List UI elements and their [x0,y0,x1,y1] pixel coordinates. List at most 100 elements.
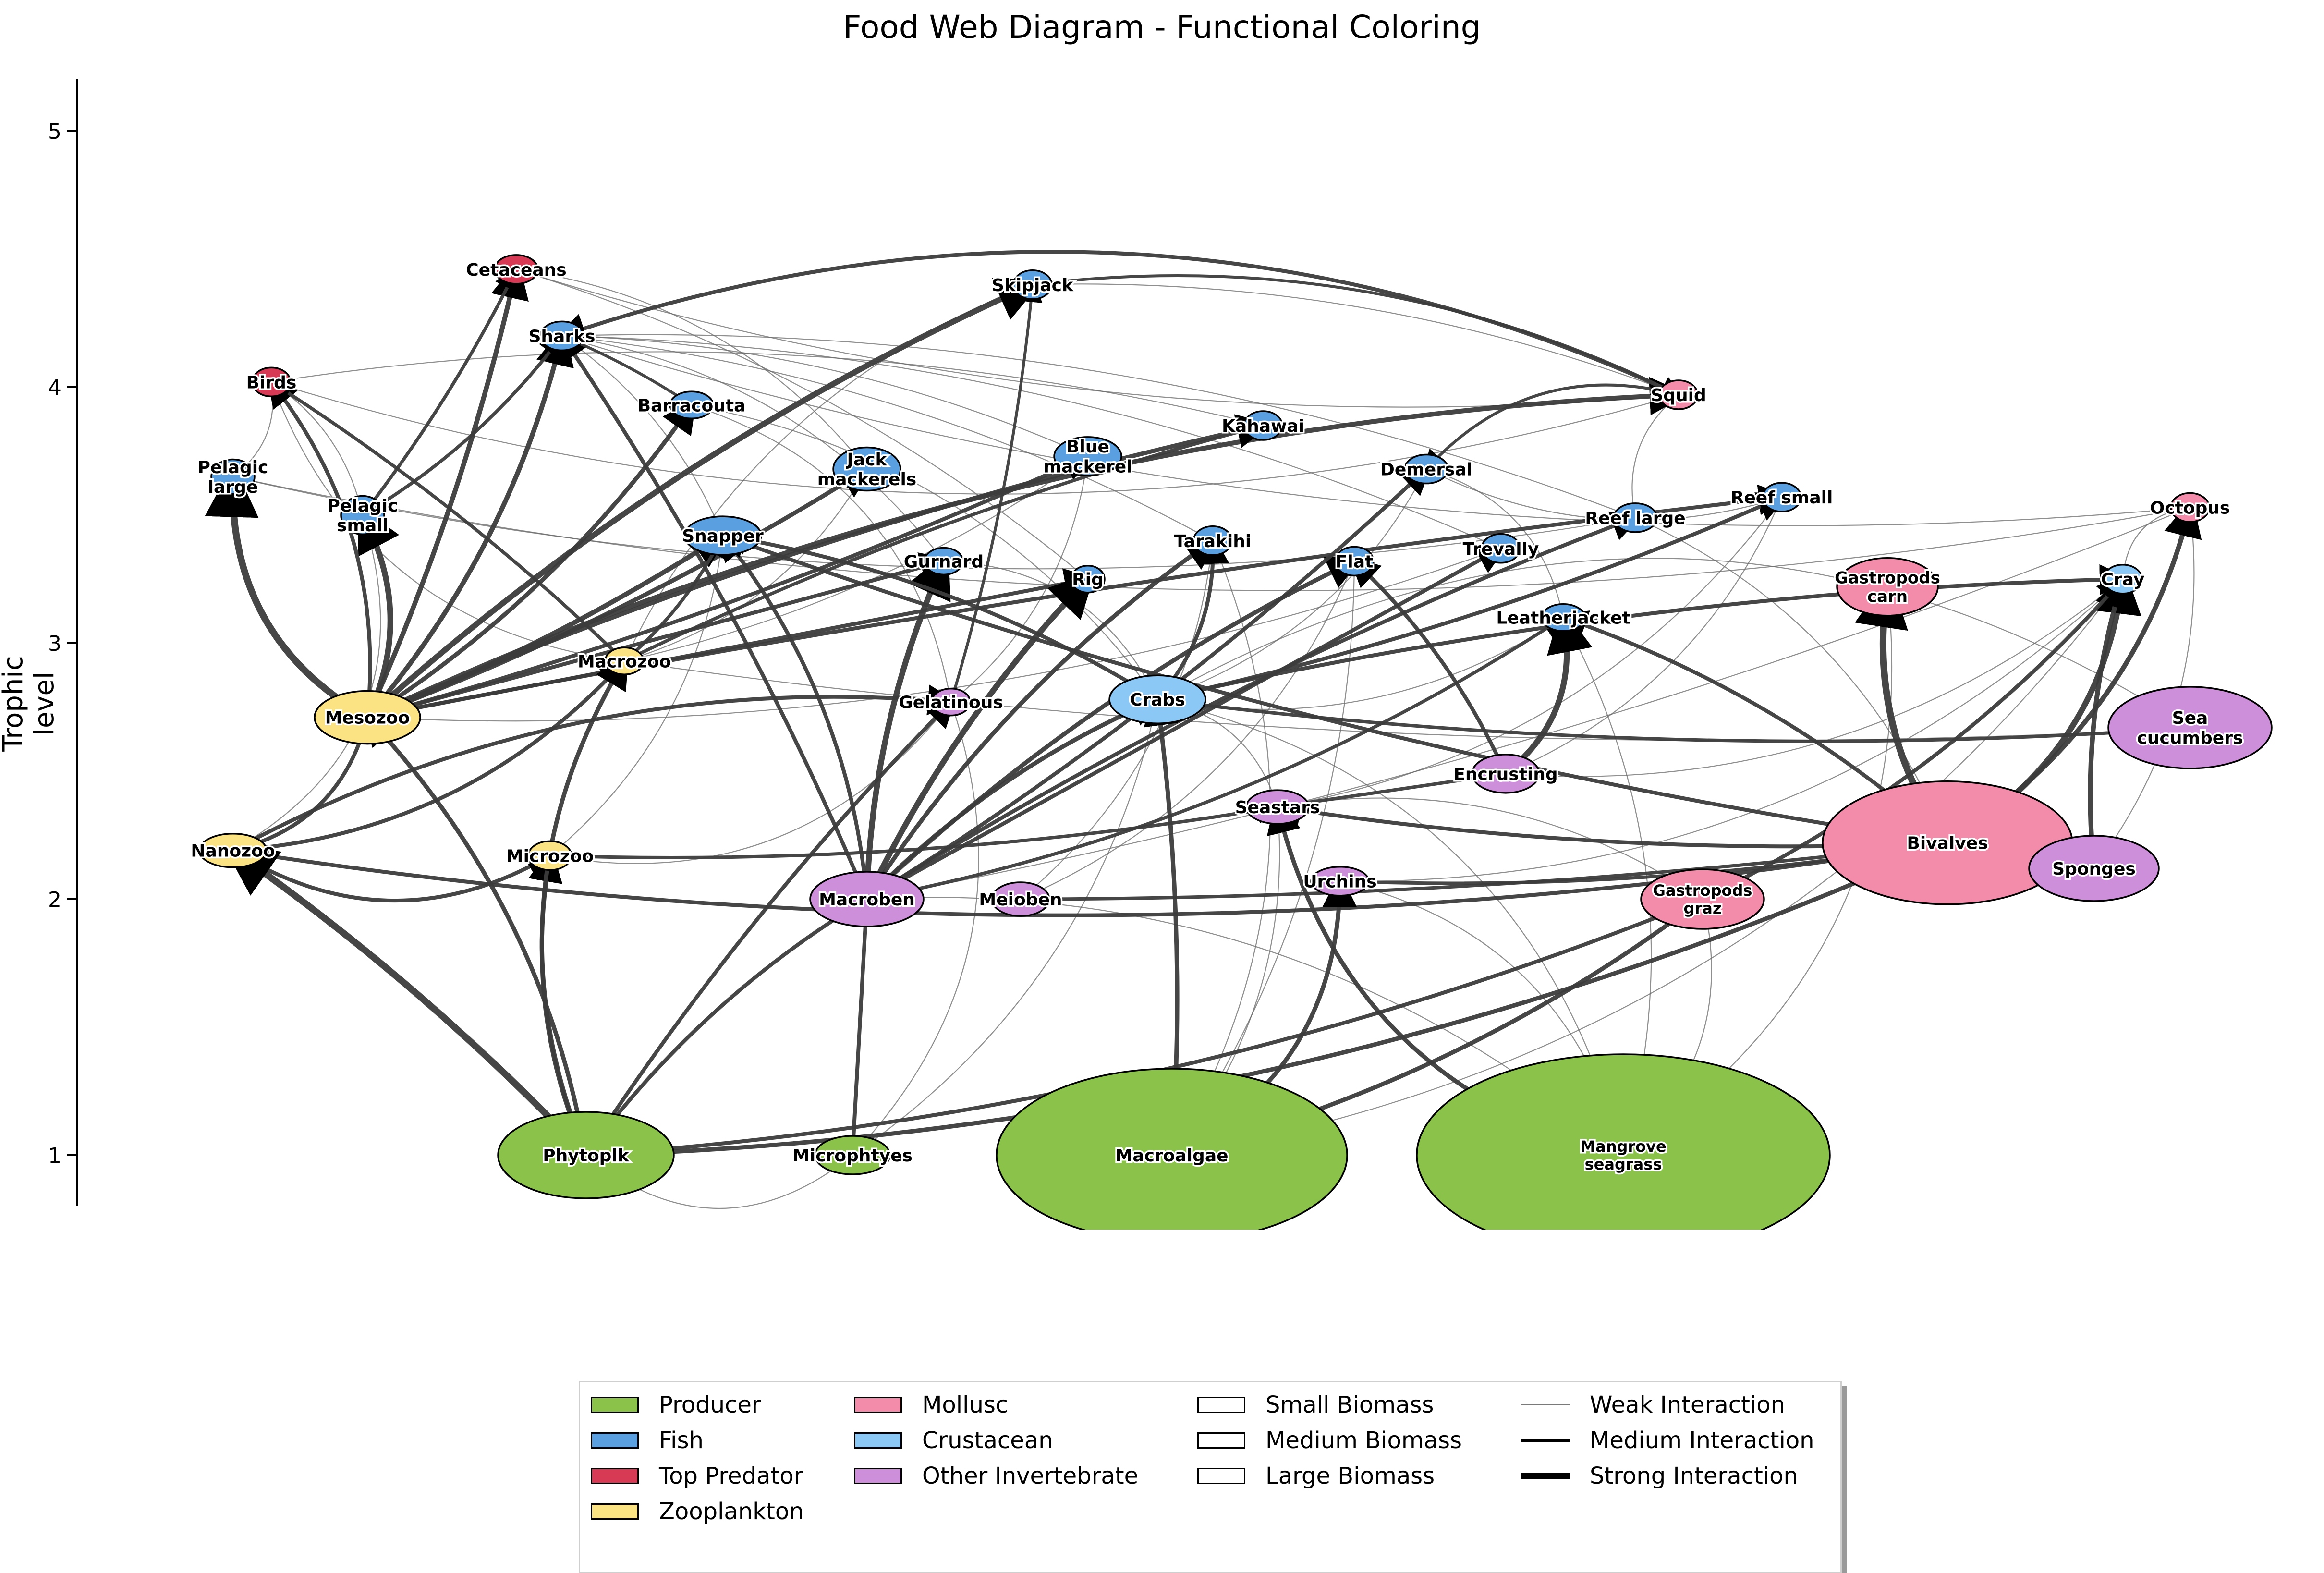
legend-line-sample [1521,1473,1570,1479]
legend-label: Weak Interaction [1590,1391,1786,1418]
legend-swatch [591,1432,639,1449]
node-label-flat: Flat [1336,552,1373,572]
weak-interaction-edge [271,381,1679,495]
strong-interaction-edge [949,279,1043,703]
node-nanozoo [198,832,268,868]
node-squid [1658,379,1699,410]
legend-item-weak-interaction: Weak Interaction [1521,1387,1814,1423]
legend-label: Producer [659,1391,761,1418]
legend-item-zooplankton: Zooplankton [591,1494,804,1529]
legend-label: Mollusc [922,1391,1009,1418]
legend-swatch [854,1397,902,1413]
y-tick-label: 5 [48,120,61,144]
legend-label: Strong Interaction [1590,1463,1798,1489]
node-label-squid: Squid [1651,386,1706,405]
node-label-phytoplk: Phytoplk [543,1146,630,1166]
node-label-sponges: Sponges [2052,859,2136,879]
legend-item-large-biomass: Large Biomass [1197,1458,1462,1494]
node-encrusting [1471,754,1540,794]
legend-swatch [1197,1468,1245,1484]
strong-interaction-edge [267,376,372,718]
node-layer [198,254,2273,1230]
node-gastropods-graz [1640,868,1765,930]
node-leatherjacket [1541,603,1586,632]
weak-interaction-edge [561,335,724,536]
strong-interaction-edge [864,550,951,900]
legend-item-top-predator: Top Predator [591,1458,804,1494]
strong-interaction-edge [1422,383,1679,474]
node-label-macroalgae: Macroalgae [1115,1146,1228,1166]
label-layer: CetaceansSkipjackSharksBirdsSquidBarraco… [189,258,2245,1175]
legend-label: Large Biomass [1265,1463,1435,1489]
node-label-reef-small: Reef small [1731,488,1833,508]
node-gastropods-carn [1836,557,1939,617]
weak-interaction-edge [1631,394,1679,518]
strong-interaction-edge [205,463,369,720]
weak-interaction-edge [1157,699,1624,1156]
node-label-urchins: Urchins [1303,872,1376,892]
weak-interaction-edge [1020,561,1355,900]
node-crabs [1108,674,1206,725]
node-label-reef-large: Reef large [1585,509,1685,528]
node-label-birds: Birds [246,373,297,392]
node-flat [1334,546,1375,577]
strong-interaction-edge [222,842,589,1158]
strong-interaction-edge [361,263,520,516]
strong-interaction-edge [1349,556,1508,775]
strong-interaction-edge [584,895,874,1157]
node-label-sharks: Sharks [529,327,596,346]
node-birds [251,366,292,398]
node-label-macroben: Macroben [819,890,915,910]
legend-item-mollusc: Mollusc [854,1387,1138,1423]
strong-interaction-edge [549,797,1284,860]
node-cray [2103,564,2143,595]
node-macroben [809,871,925,927]
legend-swatch [1197,1432,1245,1449]
strong-interaction-edge [554,250,1679,397]
strong-interaction-edges [205,250,2202,1158]
node-sharks [539,320,584,352]
node-label-microphtyes: Microphtyes [792,1146,913,1166]
strong-interaction-edge [865,511,1643,901]
strong-interaction-edge [1157,492,1789,702]
node-demersal [1404,453,1449,485]
node-sponges [2028,835,2160,902]
node-label-gurnard: Gurnard [904,552,984,572]
strong-interaction-edge [864,571,1096,901]
node-macrozoo [604,646,645,676]
node-label-octopus: Octopus [2150,498,2230,518]
strong-interaction-edge [362,330,566,517]
node-urchins [1310,866,1370,897]
legend-item-fish: Fish [591,1423,804,1458]
legend-item-small-biomass: Small Biomass [1197,1387,1462,1423]
legend-swatch [591,1468,639,1484]
legend-label: Crustacean [922,1427,1053,1454]
strong-interaction-edge [1020,831,1954,901]
legend-item-other-invertebrate: Other Invertebrate [854,1458,1138,1494]
node-label-kahawai: Kahawai [1222,416,1304,436]
node-octopus [2170,492,2210,523]
strong-interaction-edge [558,329,869,900]
node-seastars [1245,789,1310,825]
node-jack-mackerels [832,446,901,492]
legend-item-strong-interaction: Strong Interaction [1521,1458,1814,1494]
node-label-mesozoo: Mesozoo [325,708,410,728]
weak-interaction-edge [549,701,951,864]
strong-interaction-edge [866,614,1569,901]
node-label-meioben: Meioben [979,890,1062,910]
weak-interaction-edge [561,334,1636,518]
weak-interaction-edge [1171,579,2123,1156]
node-macroalgae [996,1068,1348,1230]
legend-item-medium-interaction: Medium Interaction [1521,1423,1814,1458]
strong-interaction-edge [266,378,626,662]
